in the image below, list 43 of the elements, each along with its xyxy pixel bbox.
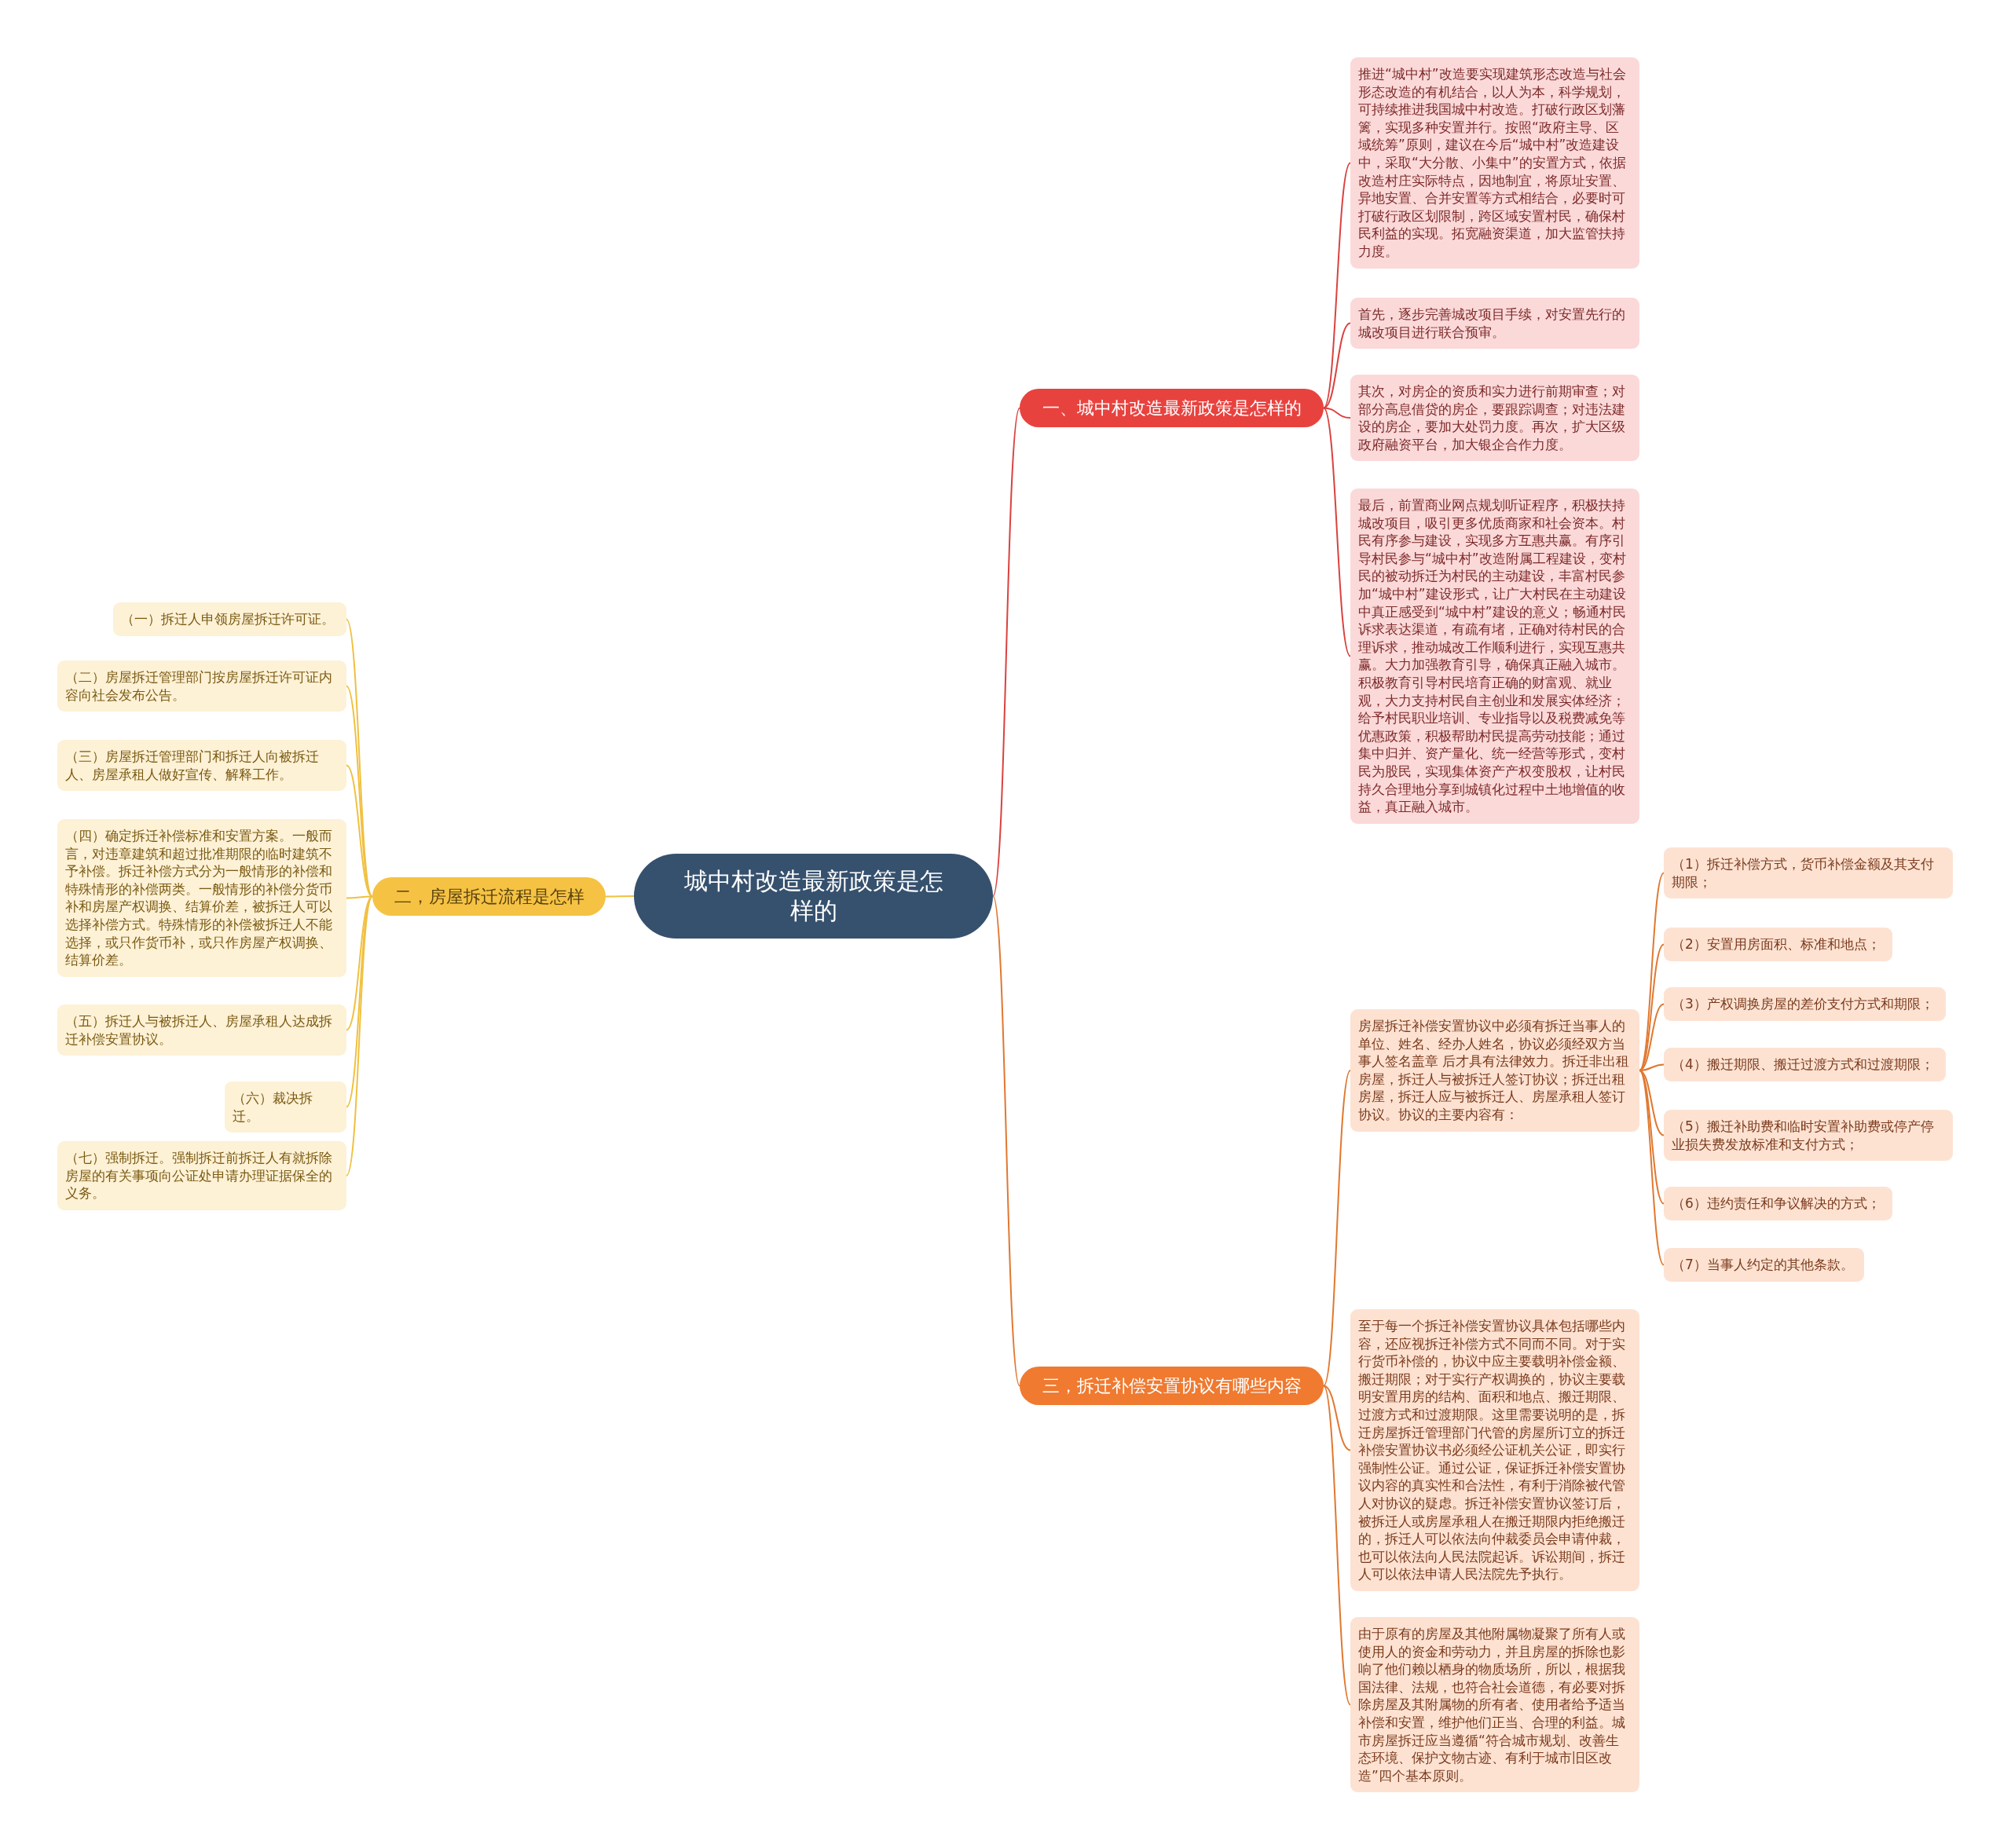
note-box: （7）当事人约定的其他条款。: [1664, 1248, 1864, 1282]
connector-line: [1639, 943, 1665, 1071]
branch-topic: 一、城中村改造最新政策是怎样的: [1020, 389, 1324, 427]
note-box: 至于每一个拆迁补偿安置协议具体包括哪些内容，还应视拆迁补偿方式不同而不同。对于实行货币补偿的，协议中应主要载明补偿金额、搬迁期限；对于实行产权调换的，协议主要载明安置用房的结构、面积和地点、搬迁期限、过渡方式和过渡期限。这里需要说明的是，拆迁房屋拆迁管理部门代管的房屋所订立的拆迁补偿安置协议书必须经公证机关公证，即实行强制性公证。通过公证，保证拆迁补偿安置协议内容的真实性和合法性，有利于消除被代管人对协议的疑虑。拆迁补偿安置协议签订后，被拆迁人或房屋承租人在搬迁期限内拒绝搬迁的，拆迁人可以依法向仲裁委员会申请仲裁，也可以依法向人民法院起诉。诉讼期间，拆迁人可以依法申请人民法院先予执行。: [1350, 1309, 1639, 1591]
connector-line: [346, 895, 373, 1108]
note-box: 推进“城中村”改造要实现建筑形态改造与社会形态改造的有机结合，以人为本，科学规划，可持续推进我国城中村改造。打破行政区划藩篱，实现多种安置并行。按照“政府主导、区域统筹”原则，建议在今后“城中村”改造建设中，采取“大分散、小集中”的安置方式，依据改造村庄实际特点，因地制宜，将原址安置、异地安置、合并安置等方式相结合，必要时可打破行政区划限制，跨区域安置村民，确保村民利益的实现。拓宽融资渠道，加大监管扶持力度。: [1350, 57, 1639, 269]
note-box: （2）安置用房面积、标准和地点；: [1664, 928, 1892, 961]
connector-line: [1323, 1385, 1351, 1706]
note-box: 最后，前置商业网点规划听证程序，积极扶持城改项目，吸引更多优质商家和社会资本。村民有序参与建设，实现多方互惠共赢。有序引导村民参与“城中村”改造附属工程建设，变村民的被动拆迁为村民的主动建设，丰富村民参加“城中村”建设形式，让广大村民在主动建设中真正感受到“城中村”建设的意义；畅通村民诉求表达渠道，有疏有堵，正确对待村民的合理诉求，推动城改工作顺利进行，实现互惠共赢。大力加强教育引导，确保真正融入城市。积极教育引导村民培育正确的财富观、就业观，大力支持村民自主创业和发展实体经济；给予村民职业培训、专业指导以及税费减免等优惠政策，积极帮助村民提高劳动技能；通过集中归并、资产量化、统一经营等形式，变村民为股民，实现集体资产产权变股权，让村民持久合理地分享到城镇化过程中土地增值的收益，真正融入城市。: [1350, 489, 1639, 824]
connector-line: [605, 895, 635, 898]
connector-line: [992, 895, 1020, 1387]
connector-line: [992, 407, 1020, 897]
connector-line: [1323, 407, 1351, 657]
connector-line: [346, 764, 373, 898]
central-topic: 城中村改造最新政策是怎样的: [634, 854, 993, 939]
note-box: 其次，对房企的资质和实力进行前期审查；对部分高息借贷的房企，要跟踪调查；对违法建设的房企，要加大处罚力度。再次，扩大区级政府融资平台，加大银企合作力度。: [1350, 375, 1639, 462]
note-box: （六）裁决拆迁。: [225, 1081, 346, 1133]
branch-topic: 三，拆迁补偿安置协议有哪些内容: [1020, 1367, 1324, 1405]
note-box: 首先，逐步完善城改项目手续，对安置先行的城改项目进行联合预审。: [1350, 298, 1639, 349]
note-box: （3）产权调换房屋的差价支付方式和期限；: [1664, 987, 1946, 1021]
note-box: （四）确定拆迁补偿标准和安置方案。一般而言，对违章建筑和超过批准期限的临时建筑不予补偿。拆迁补偿方式分为一般情形的补偿和特殊情形的补偿两类。一般情形的补偿分货币补和房屋产权调换、结算价差，被拆迁人可以选择补偿方式。特殊情形的补偿被拆迁人不能选择，或只作货币补，或只作房屋产权调换、结算价差。: [57, 819, 346, 977]
connector-line: [1323, 1385, 1351, 1451]
connector-line: [346, 685, 373, 898]
note-box: 由于原有的房屋及其他附属物凝聚了所有人或使用人的资金和劳动力，并且房屋的拆除也影响了他们赖以栖身的物质场所，所以，根据我国法律、法规，也符合社会道德，有必要对拆除房屋及其附属物的所有者、使用者给予适当补偿和安置，维护他们正当、合理的利益。城市房屋拆迁应当遵循“符合城市规划、改善生态环境、保护文物古迹、有利于城市旧区改造”四个基本原则。: [1350, 1617, 1639, 1793]
note-box: 房屋拆迁补偿安置协议中必须有拆迁当事人的单位、姓名、经办人姓名，协议必须经双方当事人签名盖章 后才具有法律效力。拆迁非出租房屋，拆迁人与被拆迁人签订协议；拆迁出租房屋，拆迁人应与被拆迁人、房屋承租人签订协议。协议的主要内容有：: [1350, 1009, 1639, 1132]
connector-line: [346, 895, 373, 1176]
connector-line: [1323, 322, 1351, 409]
note-box: （五）拆迁人与被拆迁人、房屋承租人达成拆迁补偿安置协议。: [57, 1005, 346, 1056]
connector-line: [1323, 407, 1351, 419]
note-box: （4）搬迁期限、搬迁过渡方式和过渡期限；: [1664, 1048, 1946, 1081]
note-box: （三）房屋拆迁管理部门和拆迁人向被拆迁人、房屋承租人做好宣传、解释工作。: [57, 740, 346, 792]
branch-topic: 二，房屋拆迁流程是怎样: [372, 877, 606, 916]
connector-line: [1323, 162, 1351, 409]
note-box: （6）违约责任和争议解决的方式；: [1664, 1187, 1892, 1220]
note-box: （5）搬迁补助费和临时安置补助费或停产停业损失费发放标准和支付方式；: [1664, 1110, 1953, 1162]
note-box: （1）拆迁补偿方式，货币补偿金额及其支付期限；: [1664, 847, 1953, 899]
connector-line: [346, 895, 373, 899]
note-box: （一）拆迁人申领房屋拆迁许可证。: [113, 602, 346, 636]
note-box: （二）房屋拆迁管理部门按房屋拆迁许可证内容向社会发布公告。: [57, 661, 346, 712]
connector-line: [1639, 1070, 1665, 1205]
connector-line: [1323, 1070, 1351, 1387]
connector-line: [1639, 1070, 1665, 1266]
note-box: （七）强制拆迁。强制拆迁前拆迁人有就拆除房屋的有关事项向公证处申请办理证据保全的义务。: [57, 1141, 346, 1210]
